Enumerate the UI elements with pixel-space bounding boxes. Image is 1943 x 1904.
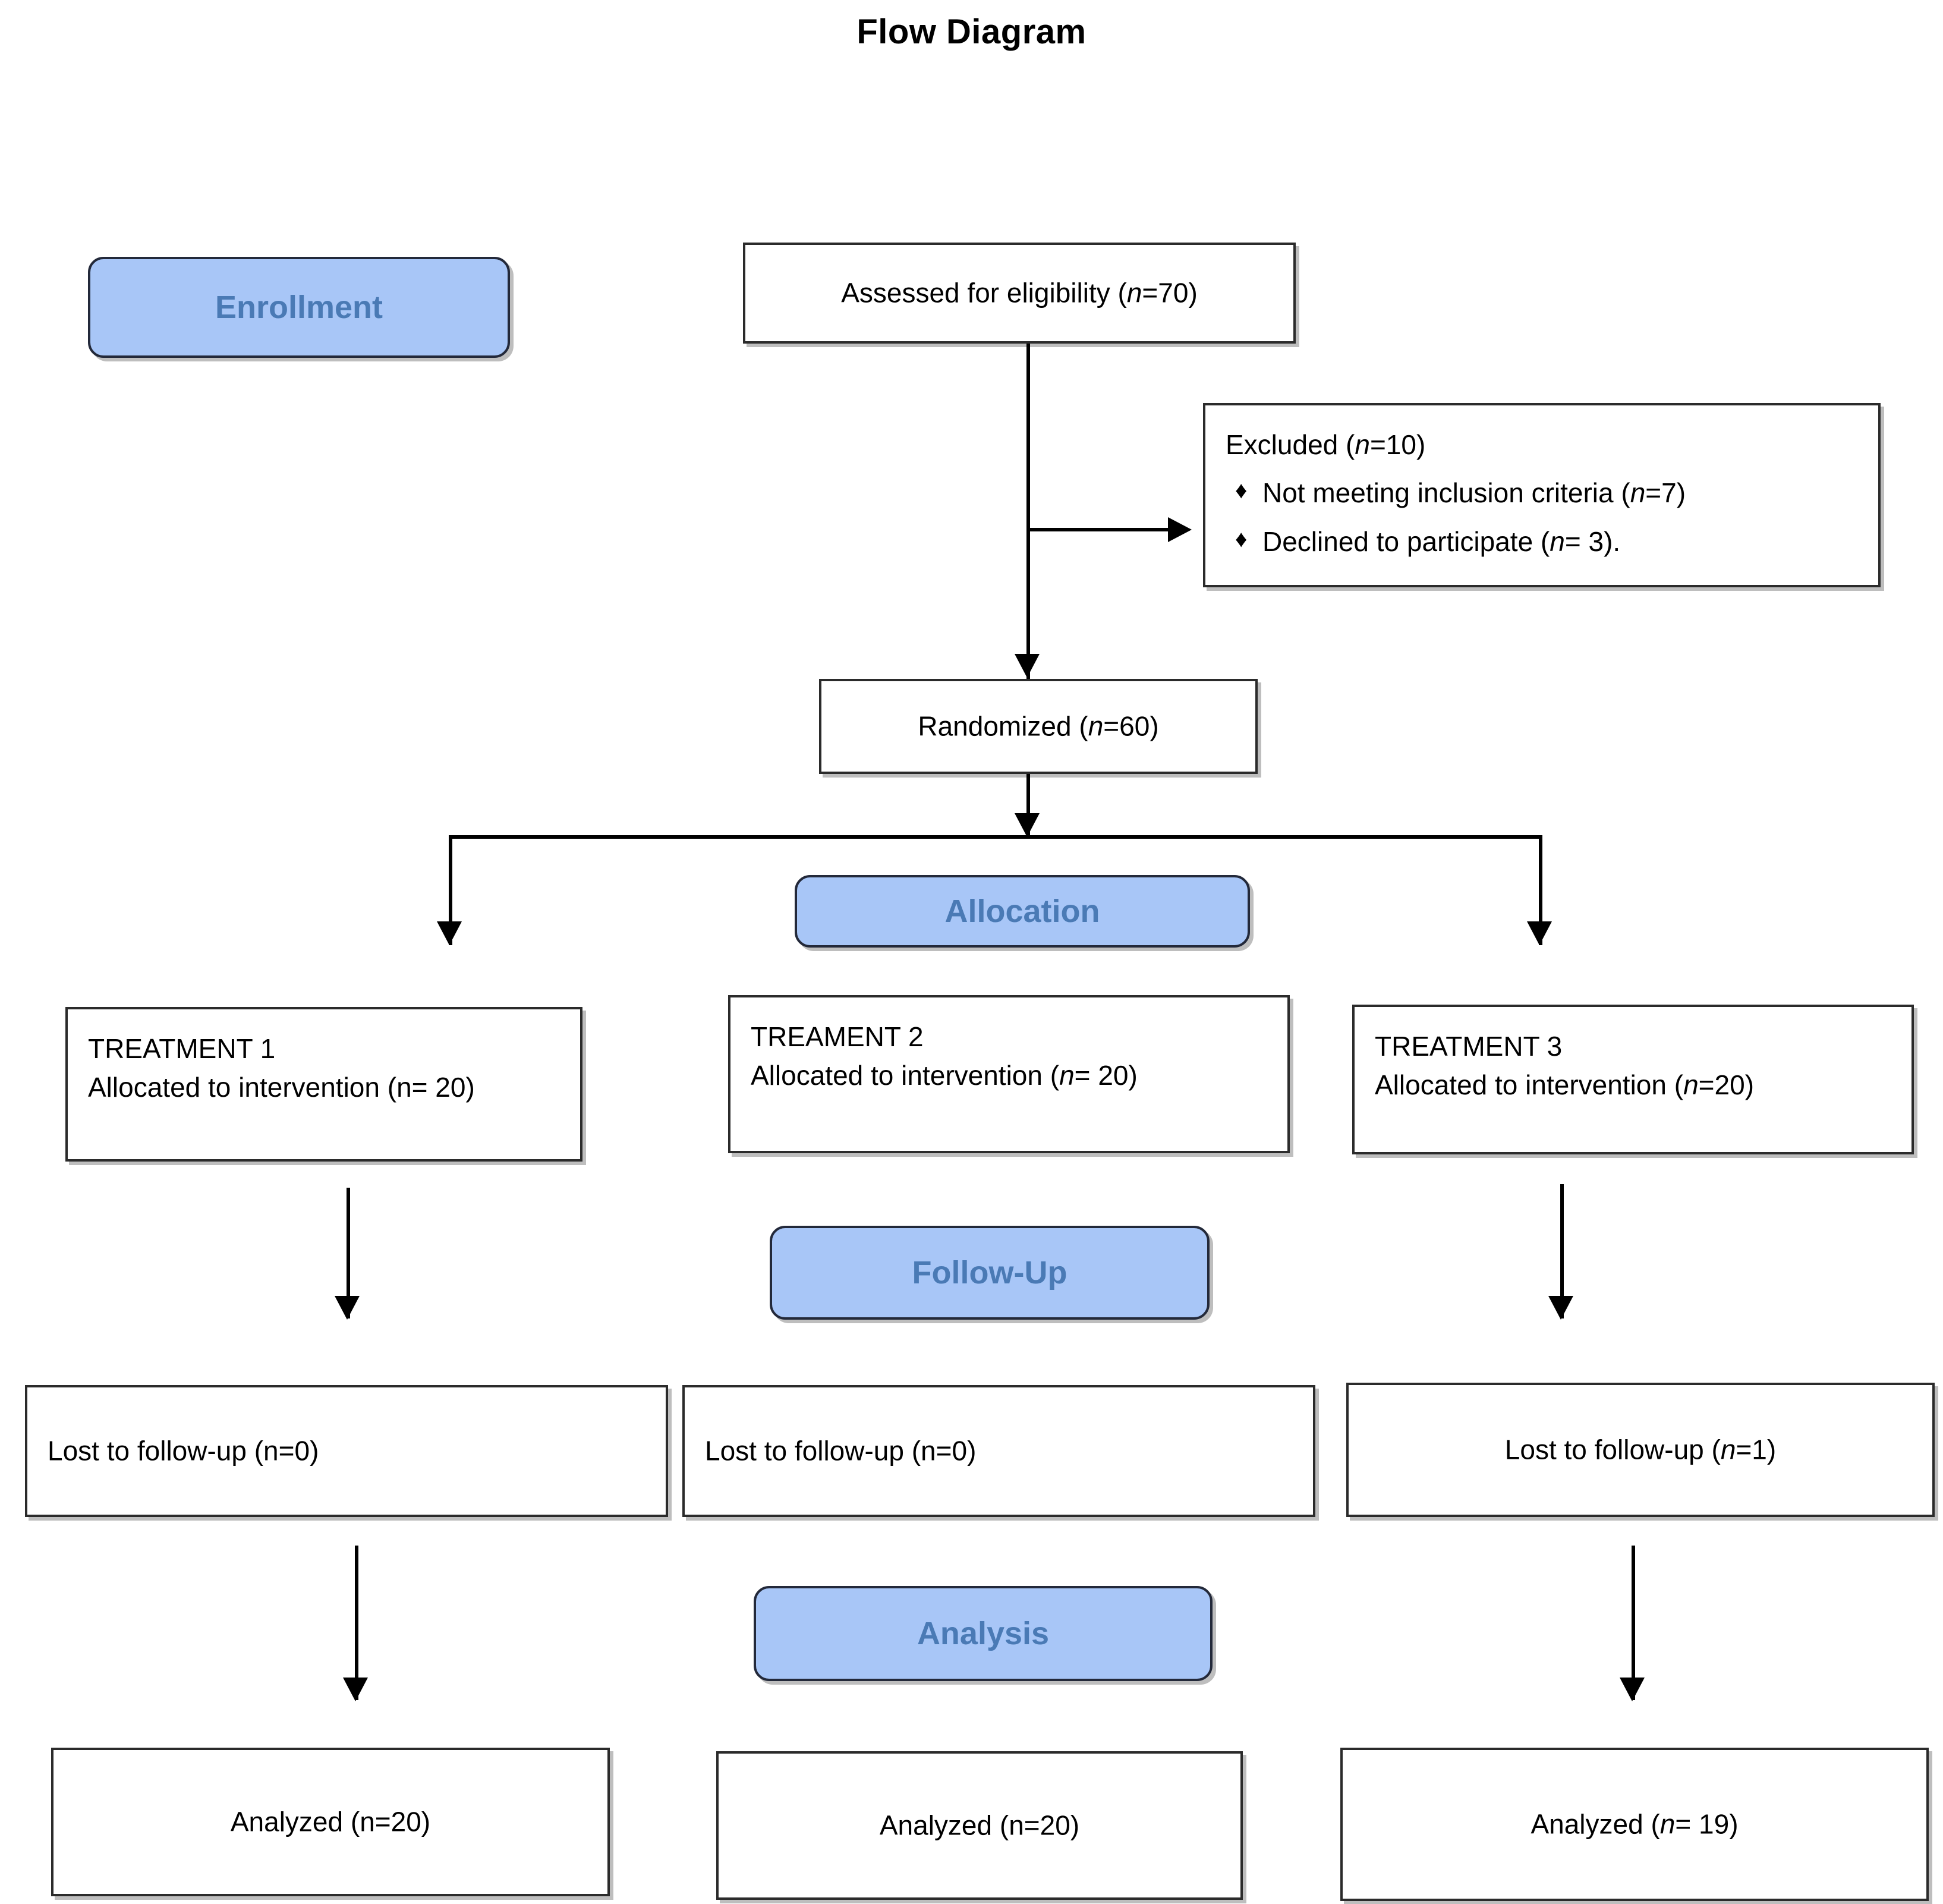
connector-alloc3-to-lost3 (1560, 1184, 1564, 1318)
excluded-heading-after: =10) (1369, 429, 1426, 460)
excluded-bullet-1-after: = 3). (1564, 525, 1621, 557)
node-randomized: Randomized (n=60) (819, 679, 1258, 774)
excluded-reason-list: ♦Not meeting inclusion criteria (n=7) ♦D… (1226, 474, 1858, 561)
stage-label-allocation: Allocation (795, 875, 1250, 948)
excluded-heading: Excluded (n=10) (1226, 426, 1858, 464)
stage-label-analysis-text: Analysis (917, 1616, 1050, 1651)
allocated-1-line-before: Allocated to intervention ( (751, 1060, 1060, 1091)
arrowhead-to-excluded (1168, 517, 1192, 542)
allocated-2-title: TREATMENT 3 (1375, 1031, 1563, 1062)
allocated-1-line-after: = 20) (1074, 1060, 1138, 1091)
excluded-bullet-0-n-symbol: n (1630, 477, 1646, 509)
analyzed-2-before: Analyzed ( (1531, 1808, 1660, 1840)
arrowhead-split-right (1527, 921, 1552, 945)
allocated-2-line: Allocated to intervention (n=20) (1375, 1066, 1891, 1104)
node-excluded: Excluded (n=10) ♦Not meeting inclusion c… (1203, 403, 1881, 587)
node-lost-to-followup-1: Lost to follow-up (n=0) (25, 1385, 668, 1517)
allocated-0-line-before: Allocated to intervention (n= 20) (88, 1072, 475, 1103)
excluded-bullet-1-before: Declined to participate ( (1262, 525, 1550, 557)
stage-label-enrollment: Enrollment (88, 257, 510, 358)
allocated-1-n-symbol: n (1059, 1060, 1075, 1091)
allocated-0-title: TREATMENT 1 (88, 1033, 276, 1064)
stage-label-followup-text: Follow-Up (912, 1255, 1067, 1291)
node-allocated-treatment-1: TREATMENT 1 Allocated to intervention (n… (65, 1007, 582, 1162)
assessed-text-before: Assessed for eligibility ( (841, 277, 1127, 309)
node-lost-to-followup-3: Lost to follow-up (n=1) (1346, 1383, 1935, 1517)
analyzed-2-n-symbol: n (1659, 1808, 1676, 1840)
list-item: ♦ Declined to participate (n= 3). (1226, 523, 1858, 561)
allocated-2-line-after: =20) (1698, 1069, 1755, 1101)
assessed-text-after: =70) (1142, 277, 1198, 309)
arrowhead-randomized-to-split (1015, 813, 1040, 837)
arrowhead-assessed-to-randomized (1015, 654, 1040, 678)
excluded-heading-before: Excluded ( (1226, 429, 1355, 460)
lost-2-before: Lost to follow-up ( (1504, 1434, 1721, 1465)
analyzed-1-before: Analyzed (n=20) (879, 1809, 1080, 1841)
allocated-2-line-before: Allocated to intervention ( (1375, 1069, 1684, 1101)
connector-allocation-split-bar (449, 835, 1542, 839)
excluded-bullet-0-after: =7) (1645, 477, 1686, 509)
excluded-heading-n-symbol: n (1355, 429, 1370, 460)
node-lost-to-followup-2: Lost to follow-up (n=0) (682, 1385, 1315, 1517)
page-title: Flow Diagram (856, 12, 1087, 51)
assessed-n-symbol: n (1126, 277, 1142, 309)
node-analyzed-1: Analyzed (n=20) (51, 1748, 610, 1896)
node-analyzed-3: Analyzed (n= 19) (1340, 1748, 1929, 1901)
node-assessed-for-eligibility: Assessed for eligibility (n=70) (743, 243, 1296, 344)
lost-0-before: Lost to follow-up (n=0) (48, 1435, 319, 1466)
analyzed-0-before: Analyzed (n=20) (230, 1806, 431, 1837)
connector-assessed-to-randomized (1026, 344, 1030, 679)
lost-2-n-symbol: n (1720, 1434, 1736, 1465)
connector-randomized-to-split (1026, 774, 1030, 838)
arrowhead-alloc3-to-lost3 (1548, 1296, 1573, 1320)
node-allocated-treatment-3: TREATMENT 3 Allocated to intervention (n… (1352, 1005, 1914, 1154)
arrowhead-split-left (437, 921, 462, 945)
connector-alloc1-to-lost1 (347, 1188, 350, 1318)
connector-to-excluded (1026, 528, 1181, 531)
stage-label-allocation-text: Allocation (944, 893, 1100, 929)
allocated-0-line: Allocated to intervention (n= 20) (88, 1068, 560, 1107)
arrowhead-alloc1-to-lost1 (335, 1296, 360, 1320)
lost-1-before: Lost to follow-up (n=0) (705, 1435, 977, 1466)
stage-label-enrollment-text: Enrollment (215, 289, 383, 325)
randomized-n-symbol: n (1088, 710, 1104, 742)
connector-split-right-drop (1539, 835, 1542, 945)
analyzed-2-after: = 19) (1675, 1808, 1739, 1840)
allocated-2-n-symbol: n (1683, 1069, 1699, 1101)
arrowhead-lost1-to-analyzed1 (343, 1678, 368, 1701)
node-allocated-treatment-2: TREAMENT 2 Allocated to intervention (n=… (728, 995, 1290, 1153)
lost-2-after: =1) (1736, 1434, 1777, 1465)
arrowhead-lost3-to-analyzed3 (1620, 1678, 1645, 1701)
connector-split-left-drop (449, 835, 452, 945)
connector-lost1-to-analyzed1 (355, 1546, 358, 1700)
diamond-bullet-icon: ♦ (1235, 477, 1248, 504)
stage-label-analysis: Analysis (754, 1586, 1213, 1681)
stage-label-followup: Follow-Up (770, 1226, 1210, 1320)
excluded-bullet-0-before: Not meeting inclusion criteria ( (1262, 477, 1630, 509)
allocated-1-title: TREAMENT 2 (751, 1021, 924, 1052)
randomized-text-before: Randomized ( (918, 710, 1088, 742)
list-item: ♦ Not meeting inclusion criteria (n=7) (1226, 474, 1858, 512)
excluded-bullet-1-n-symbol: n (1550, 525, 1565, 557)
connector-lost3-to-analyzed3 (1632, 1546, 1635, 1700)
diamond-bullet-icon: ♦ (1235, 525, 1248, 552)
randomized-text-after: =60) (1103, 710, 1159, 742)
node-analyzed-2: Analyzed (n=20) (716, 1751, 1243, 1900)
allocated-1-line: Allocated to intervention (n= 20) (751, 1056, 1267, 1095)
